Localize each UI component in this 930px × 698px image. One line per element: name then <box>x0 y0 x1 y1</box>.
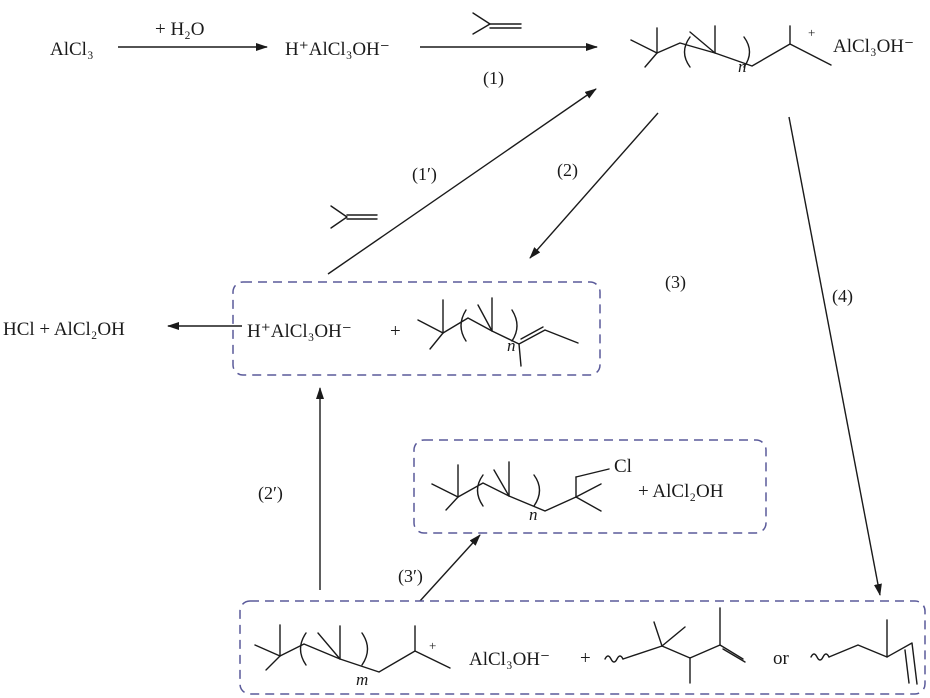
exo-olefin-end-group-structure <box>604 607 746 684</box>
repeat-n-top: n <box>738 57 747 76</box>
counterion-top-label: AlCl₃OH⁻ <box>833 36 914 57</box>
arrow-step-4 <box>788 116 882 596</box>
terminal-alkene-chain-structure <box>417 297 579 367</box>
label-step-1-prime: (1′) <box>412 164 437 185</box>
repeat-n-box: n <box>529 505 538 524</box>
chlorine-atom-label: Cl <box>614 456 632 477</box>
arrow-step-1-prime <box>327 88 597 275</box>
label-step-1: (1) <box>483 68 504 89</box>
alcl2oh-box-label: + AlCl₂OH <box>638 481 724 502</box>
repeat-m-bottom: m <box>356 670 368 689</box>
cation-plus-bottom: + <box>429 638 436 653</box>
plus-middle: + <box>390 321 401 342</box>
label-step-3: (3) <box>665 272 686 293</box>
initiator-box-label: H⁺AlCl₃OH⁻ <box>247 321 352 342</box>
termination-box <box>239 600 926 695</box>
initiator-label: H⁺AlCl₃OH⁻ <box>285 39 390 60</box>
or-label: or <box>773 648 790 669</box>
cation-plus-top: + <box>808 25 815 40</box>
label-step-2-prime: (2′) <box>258 483 283 504</box>
endo-olefin-end-group-structure <box>810 619 918 685</box>
repeat-n-middle: n <box>507 336 516 355</box>
hcl-product-label: HCl + AlCl₂OH <box>3 319 125 340</box>
label-step-4: (4) <box>832 286 853 307</box>
label-step-3-prime: (3′) <box>398 566 423 587</box>
water-label: + H₂O <box>155 19 205 40</box>
arrow-step-2 <box>529 112 659 259</box>
carbocation-chain-m-structure <box>254 624 451 673</box>
chloride-product-box <box>413 439 767 534</box>
isobutylene-monomer-icon <box>472 12 522 35</box>
growing-chain-structure <box>630 25 832 68</box>
plus-bottom: + <box>580 648 591 669</box>
chloride-chain-structure <box>431 461 610 512</box>
isobutylene-monomer-icon-2 <box>330 205 378 229</box>
counterion-bottom-label: AlCl₃OH⁻ <box>469 649 550 670</box>
arrow-step-3-prime <box>419 534 481 602</box>
label-step-2: (2) <box>557 160 578 181</box>
regeneration-box <box>232 281 601 376</box>
alcl3-label: AlCl₃ <box>50 39 94 60</box>
